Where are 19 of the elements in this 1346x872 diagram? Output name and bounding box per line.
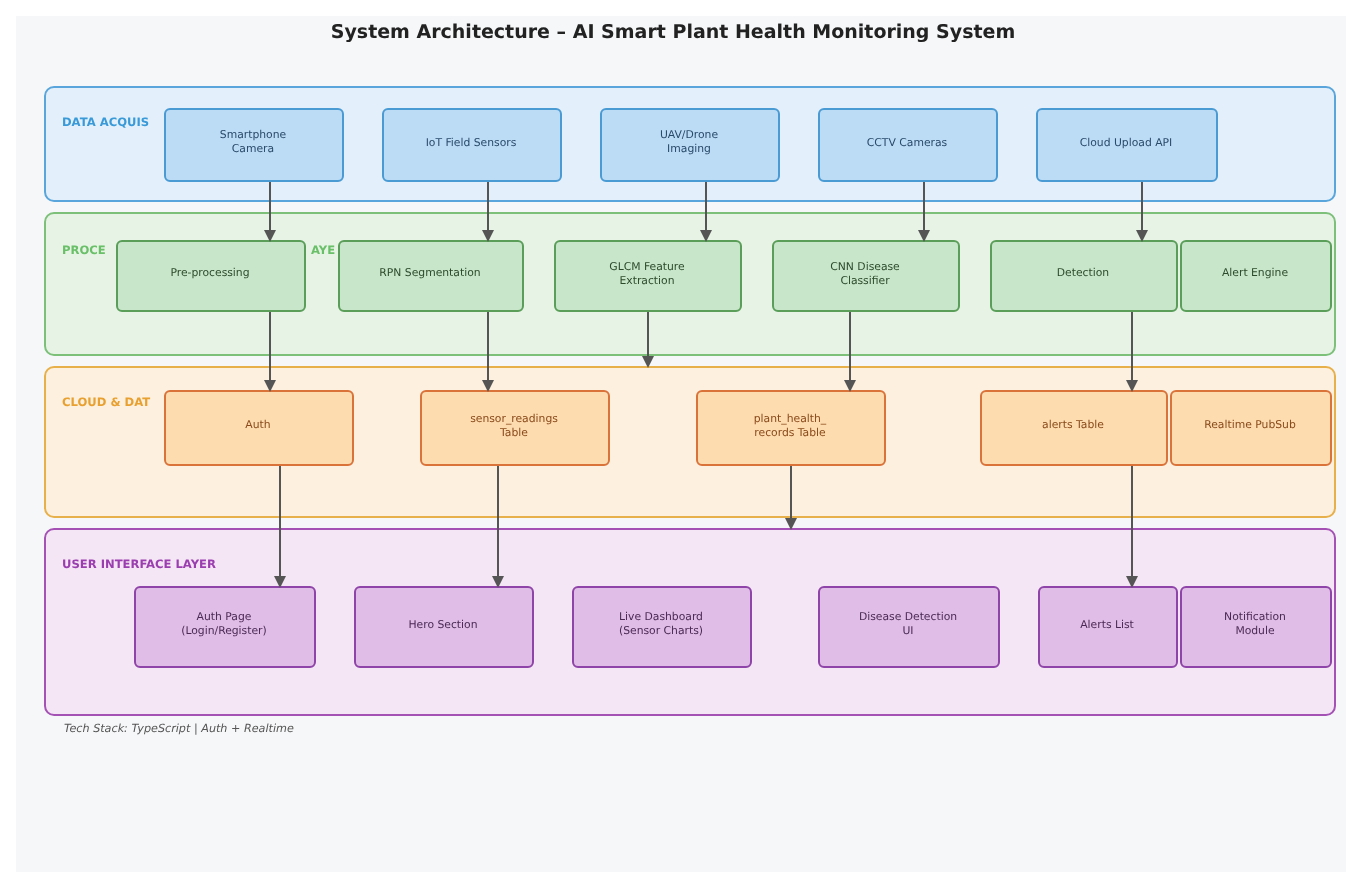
arrow — [274, 465, 286, 588]
layer-panel — [44, 212, 1336, 356]
arrow — [918, 181, 930, 242]
layer-panel — [44, 528, 1336, 716]
arrow — [492, 465, 504, 588]
arrow — [1126, 465, 1138, 588]
diagram-title: System Architecture – AI Smart Plant Health Monitoring System — [328, 22, 1018, 44]
arrow — [785, 465, 797, 530]
arrow — [264, 181, 276, 242]
arrow — [642, 311, 654, 368]
layer-panel — [44, 86, 1336, 202]
arrow — [482, 311, 494, 392]
layer-panel — [44, 366, 1336, 518]
arrow — [264, 311, 276, 392]
arrow — [482, 181, 494, 242]
arrow — [1136, 181, 1148, 242]
arrow — [1126, 311, 1138, 392]
arrow — [844, 311, 856, 392]
arrow — [700, 181, 712, 242]
